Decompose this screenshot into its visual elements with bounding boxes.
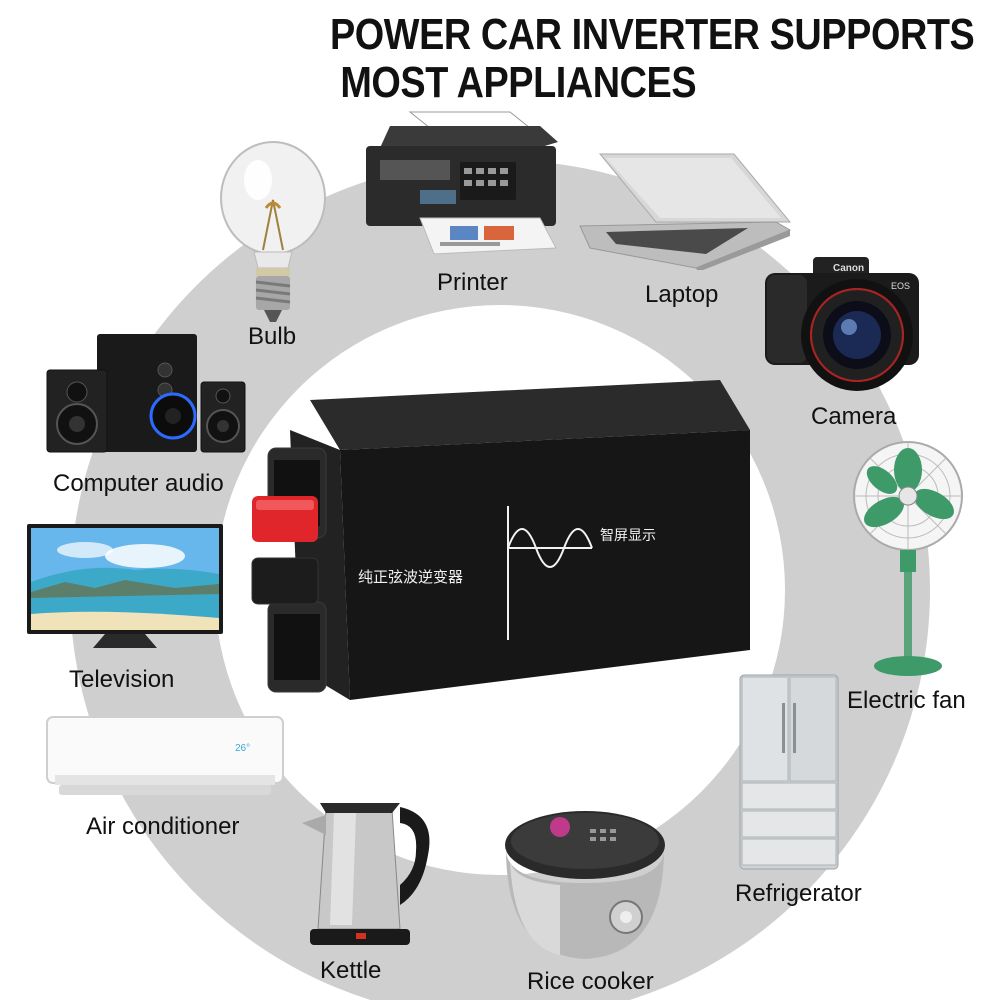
svg-text:26°: 26° [235, 743, 250, 754]
bulb-label: Bulb [248, 323, 297, 350]
air-conditioner-label: Air conditioner [86, 813, 240, 840]
rice-cooker-image [500, 805, 670, 965]
electric-fan-label: Electric fan [847, 687, 966, 714]
laptop-label: Laptop [645, 281, 719, 308]
printer-label: Printer [437, 269, 508, 296]
laptop-image [576, 150, 796, 270]
camera-label: Camera [811, 403, 897, 430]
title-line-1: POWER CAR INVERTER SUPPORTS [330, 10, 975, 59]
computer-audio-image [45, 330, 250, 455]
camera-model-text: EOS [891, 281, 910, 291]
refrigerator-label: Refrigerator [735, 880, 862, 907]
camera-image: Canon EOS [763, 255, 923, 395]
printer-image [360, 108, 565, 258]
camera-brand-text: Canon [833, 263, 864, 274]
television-label: Television [69, 666, 175, 693]
electric-fan-image [848, 440, 968, 680]
inverter-image: 智屏显示 纯正弦波逆变器 [250, 370, 760, 710]
inverter-right-text: 智屏显示 [600, 528, 656, 544]
television-image [25, 522, 225, 652]
bulb-image [218, 140, 328, 325]
title-line-2: MOST APPLIANCES [340, 58, 697, 107]
refrigerator-image [738, 673, 840, 873]
inverter-left-text: 纯正弦波逆变器 [358, 568, 463, 586]
kettle-label: Kettle [320, 957, 382, 984]
rice-cooker-label: Rice cooker [527, 968, 654, 995]
air-conditioner-image: 26° [45, 715, 285, 805]
kettle-image [300, 795, 440, 950]
computer-audio-label: Computer audio [53, 470, 224, 497]
